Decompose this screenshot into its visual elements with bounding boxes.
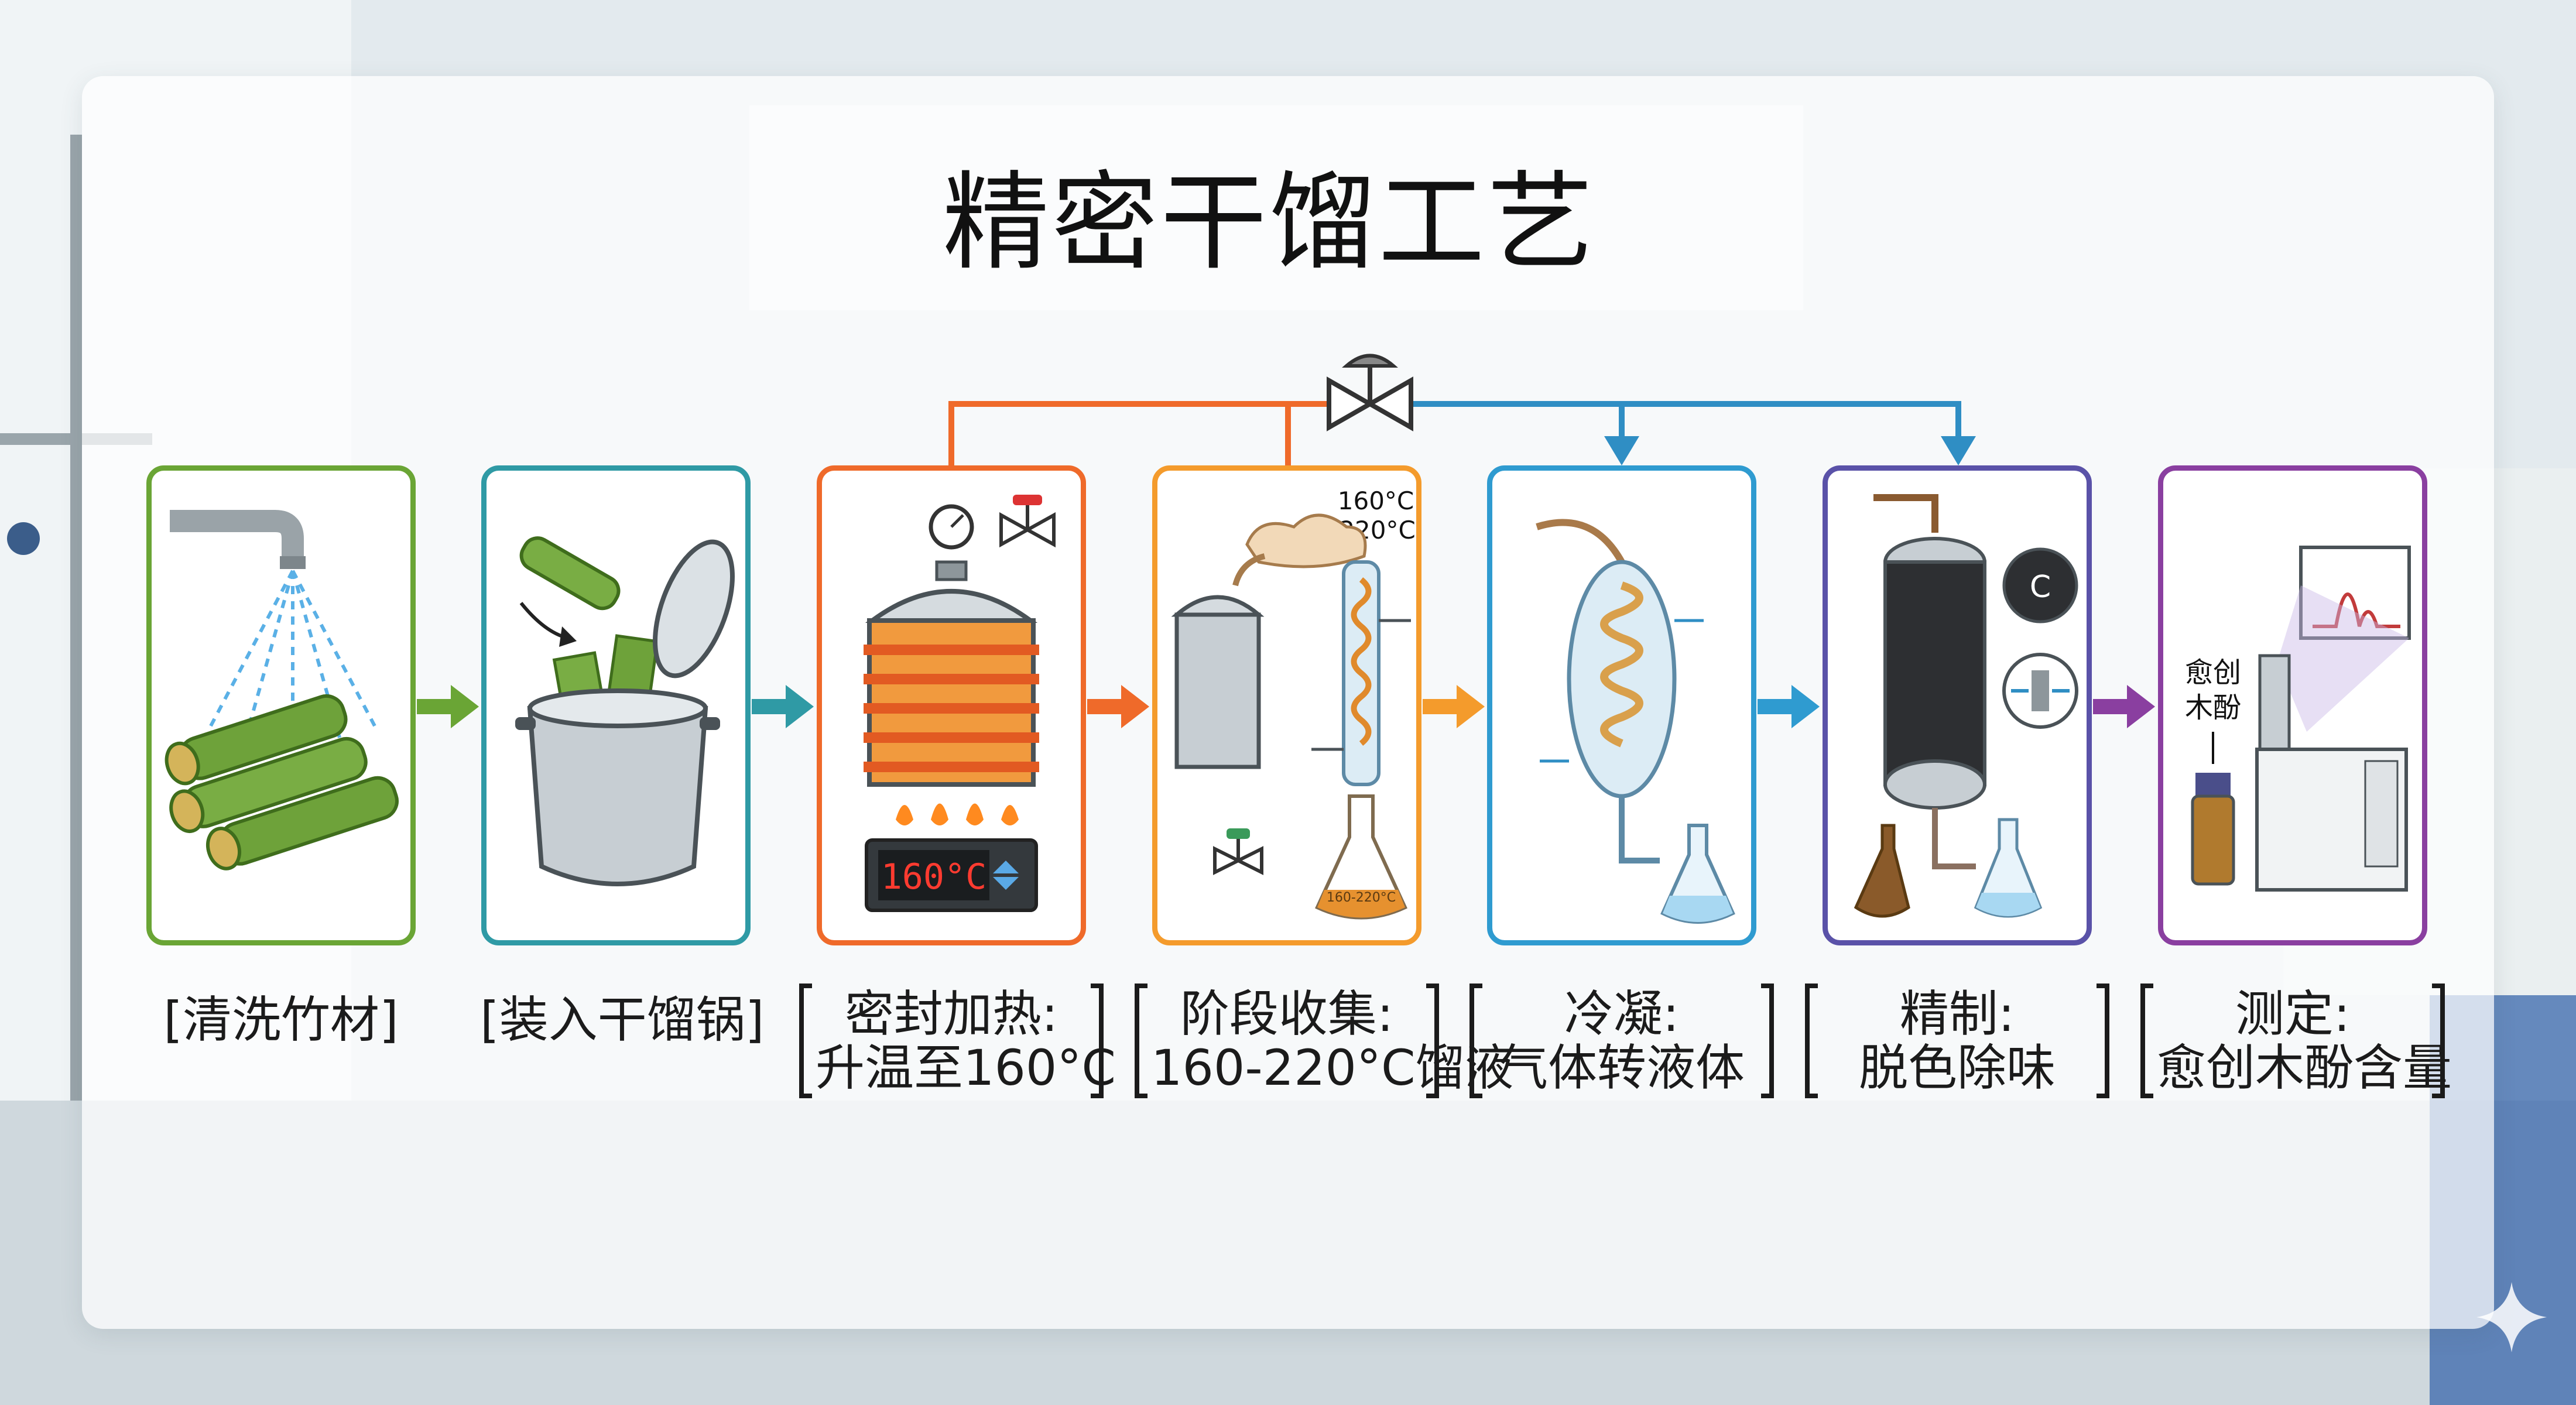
carbon-filter-icon [1883,537,1986,810]
flask-icon [1854,824,1910,918]
valve-icon [1327,354,1413,431]
step-caption-measure: 测定:愈创木酚含量 [2140,984,2452,1098]
flask-icon [1315,794,1407,920]
heater-display-value: 160°C [881,856,987,897]
faucet-icon [170,510,306,569]
carbon-symbol: C [2030,570,2051,605]
temperature-display-icon [865,838,1038,912]
vapor-cloud [1245,513,1367,568]
condenser-icon [1311,560,1411,786]
arrow-4 [1423,685,1485,728]
step-caption-heat: 密封加热:升温至160°C [799,984,1116,1098]
arrow-3 [1087,685,1149,728]
activated-carbon-icon [2002,547,2078,623]
flask-icon [1974,818,2043,918]
title-band [749,105,1803,310]
pressure-cooker-icon [865,560,1038,787]
gauge-icon [929,504,974,550]
filter-icon [2002,653,2078,729]
bamboo-icon [519,536,621,611]
step-box-wash [146,465,416,945]
step-caption-condense: 冷凝:气体转液体 [1469,984,1774,1098]
coil-heater-icon [864,645,1039,772]
valve-icon [1213,828,1263,875]
vial-icon [2191,773,2235,886]
step-caption-refine: 精制:脱色除味 [1805,984,2109,1098]
top-pipe-network [948,401,1976,465]
temp-range-top: 160°C [1338,486,1414,515]
flame-icon [896,803,1019,825]
load-arrow [519,602,568,640]
valve-icon [999,495,1056,548]
sample-label-line-2: 木酚 [2185,691,2241,724]
arrow-2 [752,685,814,728]
chromatograph-icon [2255,546,2411,892]
pot-icon [515,634,720,886]
sparkle-icon [2476,1282,2547,1352]
bamboo-icon [165,694,399,871]
condenser-icon [1536,519,1704,863]
step-caption-load: [装入干馏锅] [480,991,765,1048]
sample-label-line-1: 愈创 [2185,656,2241,689]
step-caption-wash: [清洗竹材] [163,991,399,1048]
pot-icon [1171,595,1265,769]
arrow-5 [1758,685,1820,728]
arrow-1 [417,685,479,728]
page-title: 精密干馏工艺 [943,160,1596,285]
arrow-6 [2093,685,2155,728]
step-caption-collect: 阶段收集:160-220°C馏液 [1135,984,1514,1098]
flask-icon [1660,824,1735,924]
lid-icon [653,539,735,678]
flask-label: 160-220°C [1327,890,1396,905]
